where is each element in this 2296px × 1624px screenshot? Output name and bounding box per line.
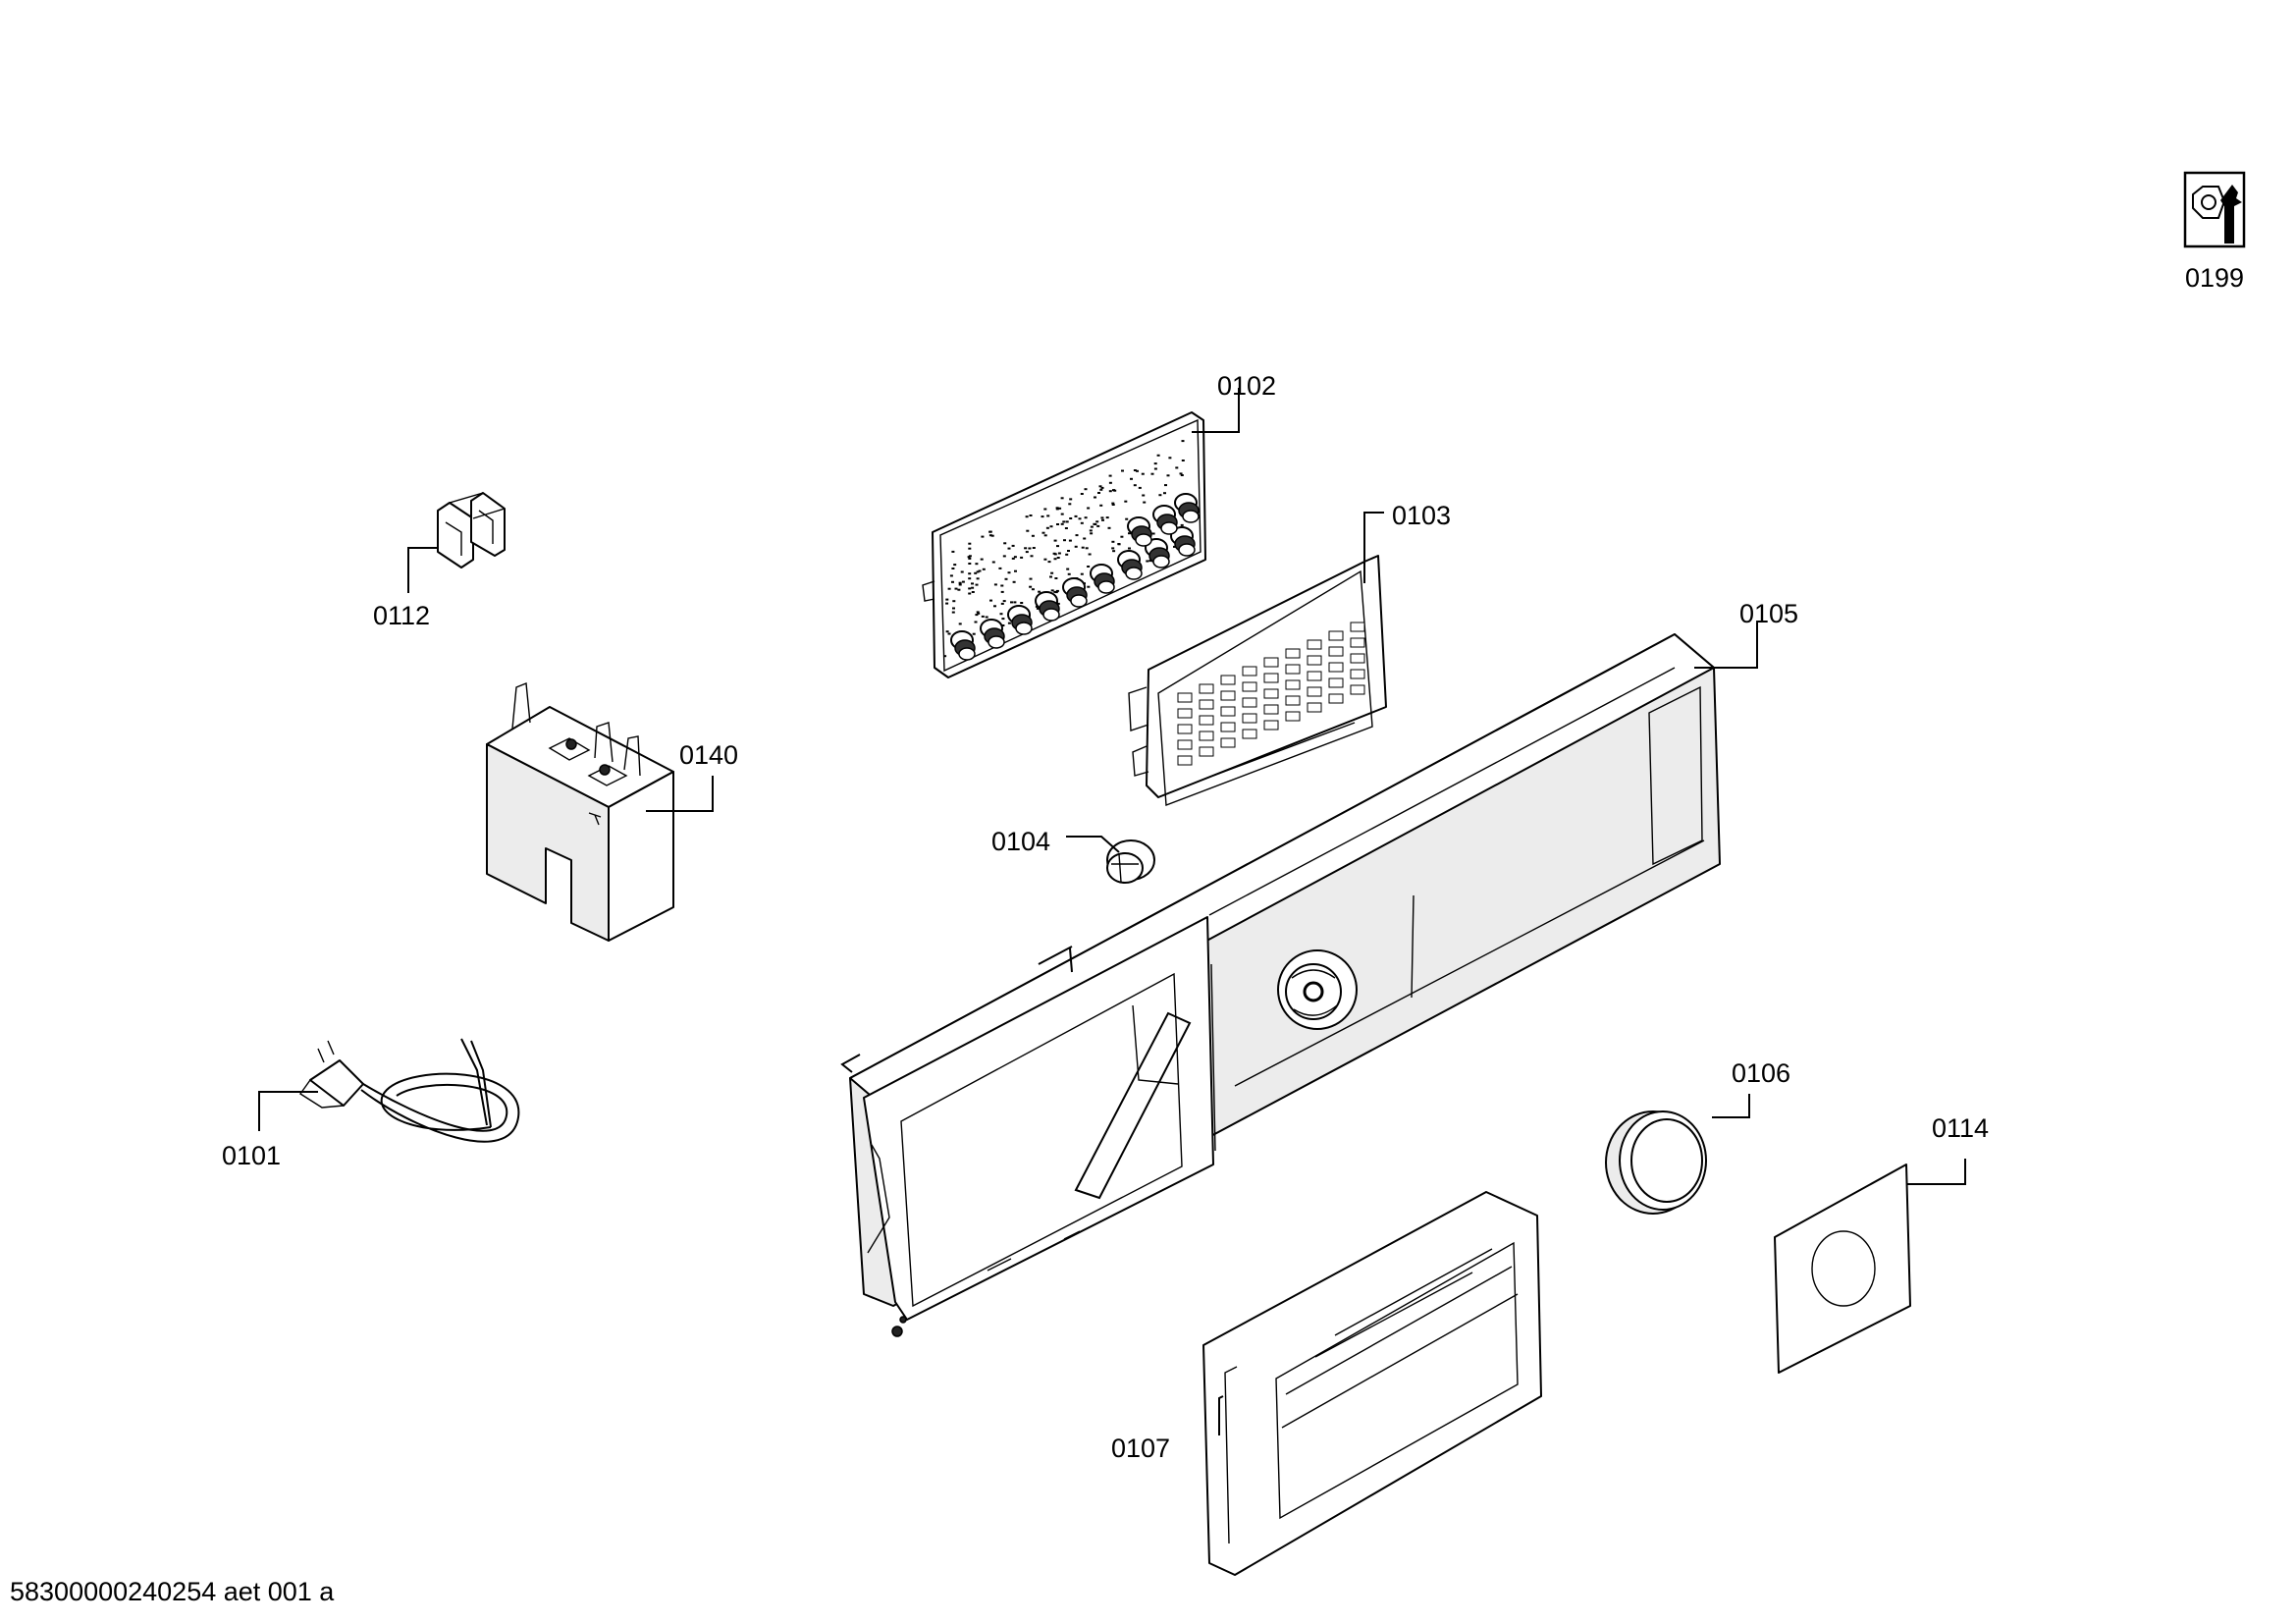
pcb-knob [1117,550,1143,580]
part-label-0105: 0105 [1739,599,1798,628]
part-label-0140: 0140 [679,740,738,770]
filter-box-0140 [486,682,674,942]
part-label-0114: 0114 [1932,1113,1989,1143]
pcb-knob [1170,526,1196,557]
button-0104 [1106,839,1155,884]
part-label-0103: 0103 [1392,501,1451,530]
part-label-0106: 0106 [1732,1058,1790,1088]
drawing-number: 58300000240254 aet 001 a [10,1577,335,1606]
clip-0112 [437,492,506,568]
label-foil-0114 [1774,1164,1911,1374]
pcb-knob [950,630,976,661]
power-cord-0101 [299,1038,520,1143]
pcb-knob [1174,493,1200,523]
part-label-0104: 0104 [991,827,1050,856]
part-label-0199: 0199 [2185,263,2244,293]
pcb-knob [1145,538,1170,568]
pcb-knob [980,619,1005,649]
drawer-handle-0107 [1202,1191,1542,1576]
part-label-0101: 0101 [222,1141,281,1170]
pcb-knob [1152,505,1178,535]
pcb-knob [1035,591,1060,622]
pcb-knob [1090,564,1115,594]
pcb-knob [1062,577,1088,608]
part-label-0112: 0112 [373,601,430,630]
nut-wrench-icon [2183,171,2246,248]
control-panel-0105 [840,633,1721,1337]
knob-0106 [1605,1110,1707,1215]
pcb-knob [1007,605,1033,635]
part-label-0102: 0102 [1217,371,1276,401]
part-label-0107: 0107 [1111,1434,1170,1463]
pcb-knob [1127,516,1152,547]
display-holder-0103 [1128,555,1387,806]
pcb-board-0102 [922,411,1206,678]
